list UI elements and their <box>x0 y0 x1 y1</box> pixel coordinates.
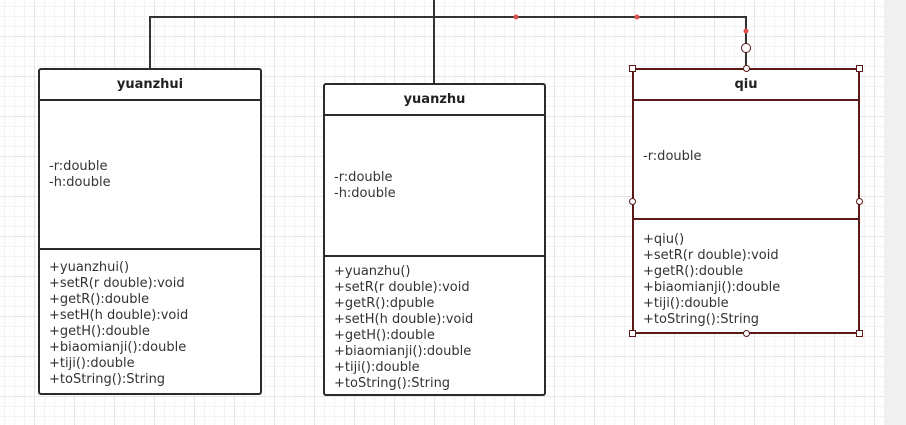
attribute-line: -r:double <box>643 148 702 164</box>
class-name: yuanzhu <box>325 85 544 116</box>
class-attributes: -r:double -h:double <box>325 116 544 257</box>
method-line: +getR():double <box>49 292 150 307</box>
method-line: +toString():String <box>49 372 166 387</box>
yuanzhui-connector <box>149 16 434 69</box>
attribute-line: -r:double <box>334 169 393 185</box>
attribute-line: -h:double <box>334 185 396 201</box>
class-attributes: -r:double <box>634 101 858 220</box>
method-line: +getR():dpuble <box>334 296 435 311</box>
method-line: +qiu() <box>643 232 685 247</box>
method-line: +tiji():double <box>643 296 729 311</box>
resize-handle-right[interactable] <box>856 198 863 205</box>
method-line: +biaomianji():double <box>643 280 781 295</box>
class-name: yuanzhui <box>40 70 260 101</box>
method-line: +setR(r double):void <box>49 276 185 291</box>
vertical-scrollbar[interactable] <box>885 0 906 425</box>
connector-waypoint <box>634 14 640 20</box>
method-line: +toString():String <box>643 312 760 327</box>
class-name: qiu <box>634 70 858 101</box>
resize-handle-top-left[interactable] <box>629 65 636 72</box>
class-methods: +qiu() +setR(r double):void +getR():doub… <box>634 220 858 328</box>
rotate-handle <box>741 43 751 53</box>
class-box-yuanzhu[interactable]: yuanzhu -r:double -h:double +yuanzhu() +… <box>323 83 546 396</box>
method-line: +tiji():double <box>334 360 420 375</box>
method-line: +getR():double <box>643 264 744 279</box>
method-line: +yuanzhui() <box>49 260 130 275</box>
method-line: +getH():double <box>49 324 150 339</box>
method-line: +toString():String <box>334 376 451 391</box>
attribute-line: -h:double <box>49 174 111 190</box>
resize-handle-top[interactable] <box>743 65 750 72</box>
resize-handle-bottom[interactable] <box>743 330 750 337</box>
class-attributes: -r:double -h:double <box>40 101 260 250</box>
class-methods: +yuanzhu() +setR(r double):void +getR():… <box>325 257 544 392</box>
connector-waypoint <box>743 28 749 34</box>
resize-handle-top-right[interactable] <box>856 65 863 72</box>
class-box-qiu[interactable]: qiu -r:double +qiu() +setR(r double):voi… <box>632 68 860 334</box>
method-line: +setR(r double):void <box>334 280 470 295</box>
resize-handle-bottom-left[interactable] <box>629 330 636 337</box>
method-line: +setH(h double):void <box>49 308 189 323</box>
method-line: +yuanzhu() <box>334 264 411 279</box>
class-box-yuanzhui[interactable]: yuanzhui -r:double -h:double +yuanzhui()… <box>38 68 262 395</box>
class-methods: +yuanzhui() +setR(r double):void +getR()… <box>40 250 260 388</box>
method-line: +biaomianji():double <box>334 344 472 359</box>
method-line: +biaomianji():double <box>49 340 187 355</box>
resize-handle-left[interactable] <box>629 198 636 205</box>
resize-handle-bottom-right[interactable] <box>856 330 863 337</box>
connector-waypoint <box>513 14 519 20</box>
method-line: +setR(r double):void <box>643 248 779 263</box>
attribute-line: -r:double <box>49 158 108 174</box>
method-line: +tiji():double <box>49 356 135 371</box>
method-line: +getH():double <box>334 328 435 343</box>
method-line: +setH(h double):void <box>334 312 474 327</box>
qiu-connector <box>434 16 747 69</box>
